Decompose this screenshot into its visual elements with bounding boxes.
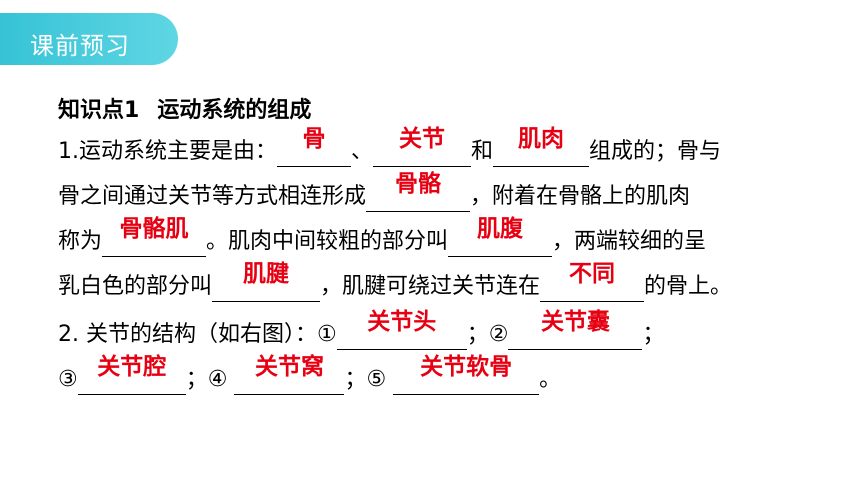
blank-4: 骨骼 bbox=[366, 171, 471, 212]
section-banner: 课前预习 bbox=[0, 13, 178, 65]
q1-line-3: 称为骨骼肌。肌肉中间较粗的部分叫 肌腹 ，两端较细的呈 bbox=[58, 216, 707, 257]
blank-3: 肌肉 bbox=[493, 126, 590, 167]
blank-8: 不同 bbox=[540, 261, 645, 302]
text: 的骨上。 bbox=[644, 274, 733, 299]
text: 1.运动系统主要是由： bbox=[58, 139, 277, 164]
text: 。 bbox=[539, 367, 562, 392]
answer-4: 骨骼 bbox=[395, 171, 442, 197]
answer-8: 不同 bbox=[569, 261, 616, 287]
blank-13: 关节软骨 bbox=[393, 354, 540, 395]
answer-12: 关节窝 bbox=[254, 354, 324, 380]
q1-line-4: 乳白色的部分叫 肌腱 ，肌腱可绕过关节连在 不同的骨上。 bbox=[58, 261, 733, 302]
text: ；② bbox=[466, 322, 509, 347]
blank-9: 关节头 bbox=[336, 309, 467, 350]
text: 、 bbox=[351, 139, 374, 164]
blank-10: 关节囊 bbox=[508, 309, 643, 350]
q2-line-1: 2. 关节的结构（如右图）：① 关节头 ；② 关节囊 ； bbox=[58, 309, 665, 350]
blank-6: 肌腹 bbox=[448, 216, 553, 257]
text: ，两端较细的呈 bbox=[552, 229, 707, 254]
section-number: 知识点1 bbox=[58, 98, 140, 123]
section-title: 知识点1 运动系统的组成 bbox=[58, 92, 311, 124]
q2-line-2: ③ 关节腔 ；④ 关节窝 ；⑤ 关节软骨。 bbox=[58, 354, 562, 395]
blank-12: 关节窝 bbox=[234, 354, 345, 395]
text: ③ bbox=[58, 367, 78, 392]
blank-7: 肌腱 bbox=[212, 261, 321, 302]
text: 骨之间通过关节等方式相连形成 bbox=[58, 184, 367, 209]
answer-11: 关节腔 bbox=[97, 354, 167, 380]
answer-13: 关节软骨 bbox=[420, 354, 513, 380]
text: ； bbox=[642, 322, 665, 347]
text: 和 bbox=[471, 139, 494, 164]
text: ，肌腱可绕过关节连在 bbox=[320, 274, 541, 299]
answer-2: 关节 bbox=[399, 126, 446, 152]
blank-5: 骨骼肌 bbox=[102, 216, 207, 257]
answer-7: 肌腱 bbox=[243, 261, 290, 287]
blank-2: 关节 bbox=[373, 126, 472, 167]
text: 。肌肉中间较粗的部分叫 bbox=[206, 229, 449, 254]
q1-line-1: 1.运动系统主要是由： 骨、关节和肌肉组成的；骨与 bbox=[58, 126, 722, 167]
text: ；⑤ bbox=[344, 367, 394, 392]
answer-3: 肌肉 bbox=[518, 126, 565, 152]
answer-5: 骨骼肌 bbox=[119, 216, 189, 242]
answer-9: 关节头 bbox=[367, 309, 437, 335]
text: 称为 bbox=[58, 229, 103, 254]
answer-6: 肌腹 bbox=[477, 216, 524, 242]
q1-line-2: 骨之间通过关节等方式相连形成 骨骼 ，附着在骨骼上的肌肉 bbox=[58, 171, 691, 212]
text: ，附着在骨骼上的肌肉 bbox=[470, 184, 691, 209]
blank-1: 骨 bbox=[277, 126, 351, 167]
banner-label: 课前预习 bbox=[30, 32, 130, 60]
answer-10: 关节囊 bbox=[540, 309, 610, 335]
text: ；④ bbox=[185, 367, 235, 392]
blank-11: 关节腔 bbox=[77, 354, 186, 395]
text: 乳白色的部分叫 bbox=[58, 274, 213, 299]
section-heading: 运动系统的组成 bbox=[157, 98, 312, 123]
text: 2. 关节的结构（如右图）：① bbox=[58, 322, 337, 347]
text: 组成的；骨与 bbox=[589, 139, 722, 164]
answer-1: 骨 bbox=[302, 126, 326, 152]
